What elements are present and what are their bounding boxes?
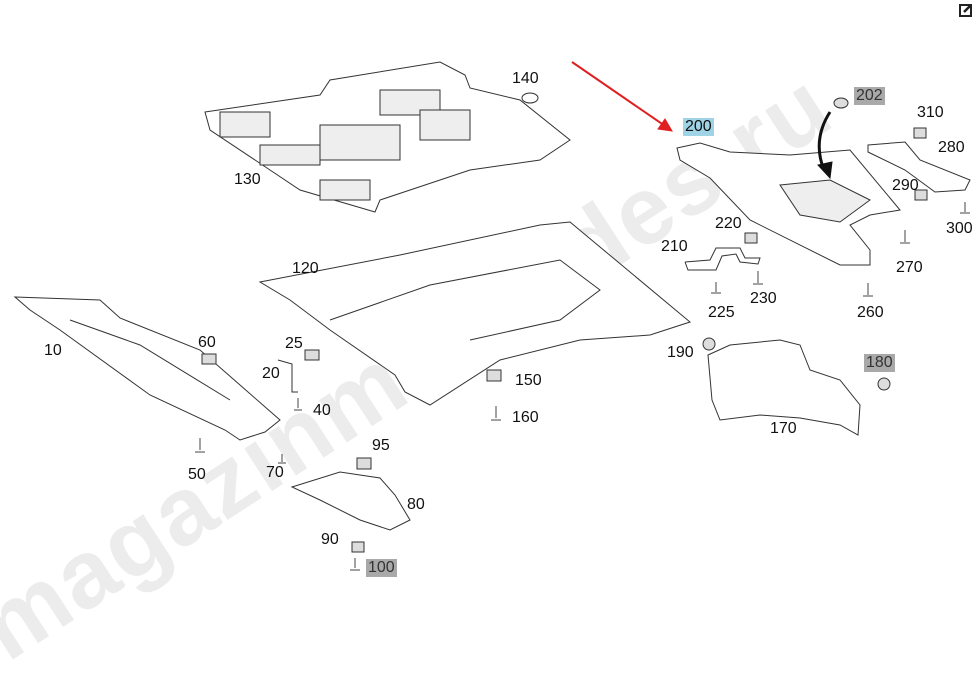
label-25[interactable]: 25 — [285, 335, 303, 352]
part-200[interactable] — [676, 142, 901, 266]
label-120[interactable]: 120 — [292, 260, 319, 277]
parts-diagram — [13, 61, 971, 571]
label-300[interactable]: 300 — [946, 220, 973, 237]
label-310[interactable]: 310 — [917, 104, 944, 121]
label-70[interactable]: 70 — [266, 464, 284, 481]
label-80[interactable]: 80 — [407, 496, 425, 513]
part-210[interactable] — [684, 247, 761, 271]
label-280[interactable]: 280 — [938, 139, 965, 156]
label-95[interactable]: 95 — [372, 437, 390, 454]
label-60[interactable]: 60 — [198, 334, 216, 351]
label-150[interactable]: 150 — [515, 372, 542, 389]
label-190[interactable]: 190 — [667, 344, 694, 361]
label-202[interactable]: 202 — [854, 87, 885, 105]
label-90[interactable]: 90 — [321, 531, 339, 548]
part-80[interactable] — [290, 471, 411, 531]
label-210[interactable]: 210 — [661, 238, 688, 255]
label-180[interactable]: 180 — [864, 354, 895, 372]
edit-icon[interactable] — [959, 3, 973, 17]
label-130[interactable]: 130 — [234, 171, 261, 188]
clips — [201, 97, 928, 553]
label-50[interactable]: 50 — [188, 466, 206, 483]
label-230[interactable]: 230 — [750, 290, 777, 307]
label-140[interactable]: 140 — [512, 70, 539, 87]
part-140[interactable] — [521, 92, 539, 104]
label-170[interactable]: 170 — [770, 420, 797, 437]
part-120[interactable] — [258, 221, 692, 406]
part-280[interactable] — [867, 141, 971, 193]
label-270[interactable]: 270 — [896, 259, 923, 276]
part-170[interactable] — [707, 339, 861, 436]
label-10[interactable]: 10 — [44, 342, 62, 359]
bolts — [195, 202, 970, 571]
label-100[interactable]: 100 — [366, 559, 397, 577]
label-290[interactable]: 290 — [892, 177, 919, 194]
label-200[interactable]: 200 — [683, 118, 714, 136]
part-10[interactable] — [13, 296, 281, 441]
label-225[interactable]: 225 — [708, 304, 735, 321]
label-40[interactable]: 40 — [313, 402, 331, 419]
black-arrow — [817, 111, 833, 180]
label-260[interactable]: 260 — [857, 304, 884, 321]
label-160[interactable]: 160 — [512, 409, 539, 426]
red-arrow — [571, 61, 673, 132]
part-20[interactable] — [277, 359, 298, 393]
label-20[interactable]: 20 — [262, 365, 280, 382]
label-220[interactable]: 220 — [715, 215, 742, 232]
part-130[interactable] — [204, 61, 571, 213]
